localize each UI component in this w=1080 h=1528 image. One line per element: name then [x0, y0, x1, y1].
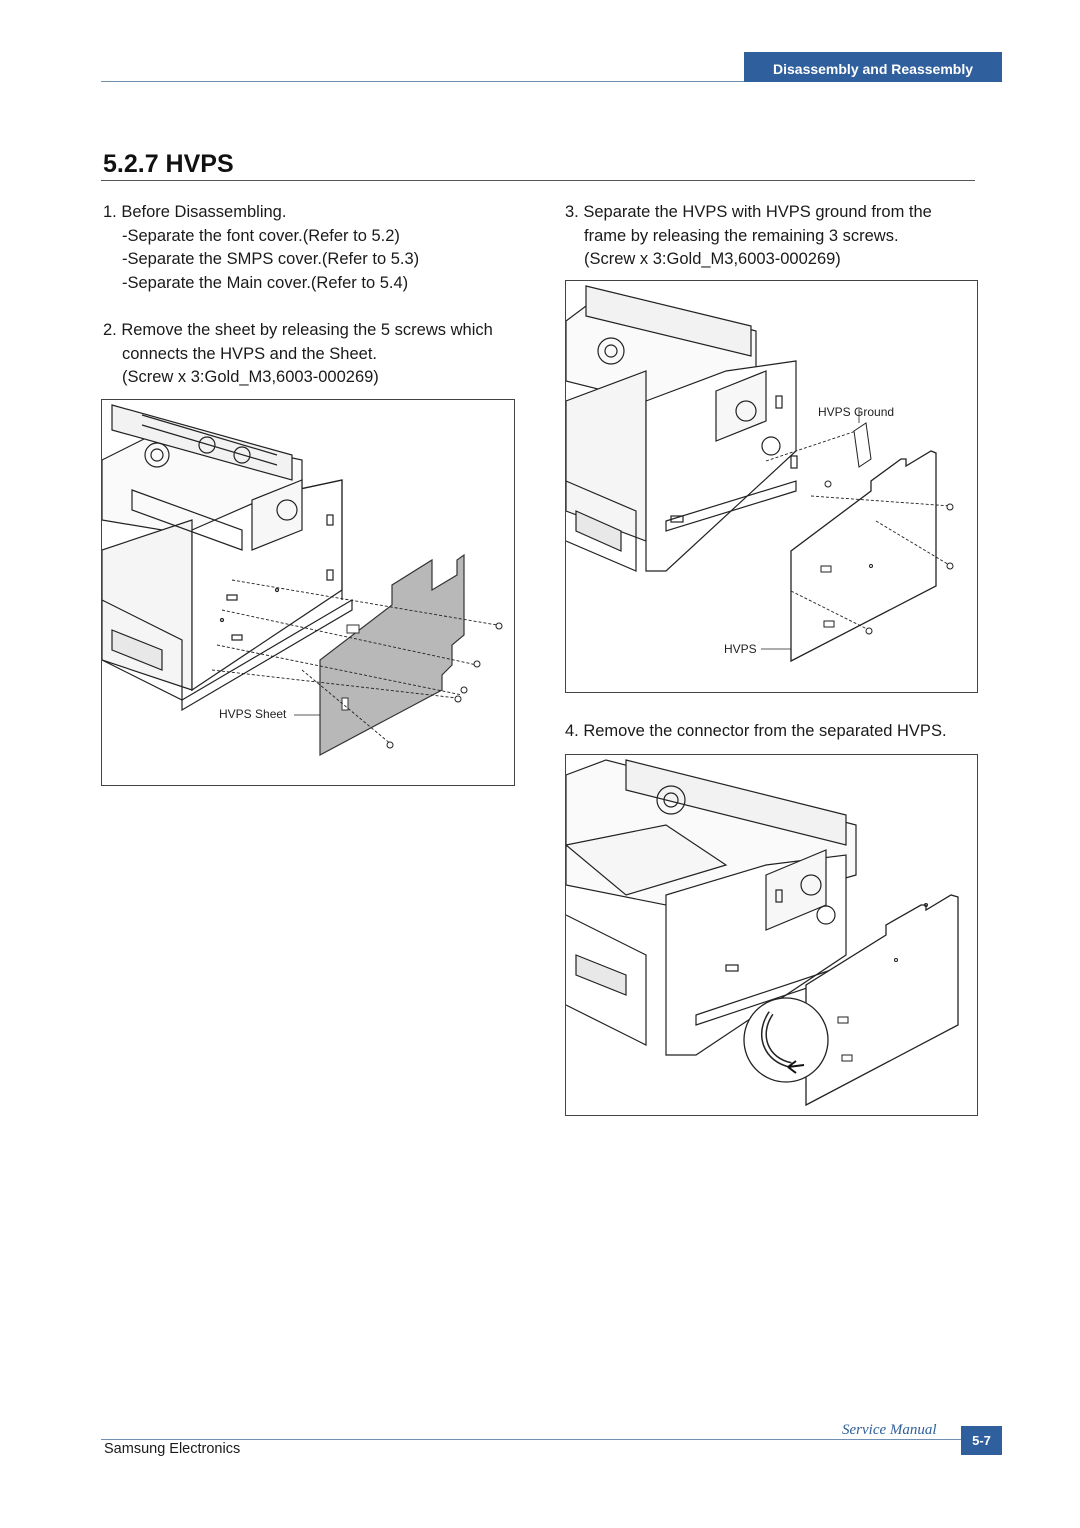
hvps-ground-label: HVPS Ground	[818, 405, 895, 419]
page-number: 5-7	[961, 1426, 1002, 1455]
page-title: 5.2.7 HVPS	[103, 150, 234, 178]
footer-rule	[101, 1439, 961, 1440]
step-4: 4. Remove the connector from the separat…	[565, 720, 947, 744]
figure-hvps-ground: HVPS Ground HVPS	[565, 280, 978, 693]
figure-hvps-connector	[565, 754, 978, 1116]
header-rule	[101, 81, 1002, 82]
printer-frame-illustration	[102, 404, 503, 756]
figure-hvps-sheet: HVPS Sheet	[101, 399, 515, 786]
step-2-heading: 2. Remove the sheet by releasing the 5 s…	[103, 321, 493, 339]
step-2-line: (Screw x 3:Gold_M3,6003-000269)	[122, 368, 379, 386]
step-1-line: -Separate the font cover.(Refer to 5.2)	[122, 226, 400, 245]
printer-frame-illustration	[566, 759, 959, 1107]
step-3: 3. Separate the HVPS with HVPS ground fr…	[565, 201, 932, 272]
company-name: Samsung Electronics	[104, 1441, 241, 1457]
section-tab: Disassembly and Reassembly	[744, 52, 1002, 82]
step-1-line: -Separate the Main cover.(Refer to 5.4)	[122, 273, 409, 292]
step-1-line: -Separate the SMPS cover.(Refer to 5.3)	[122, 250, 420, 268]
step-4-heading: 4. Remove the connector from the separat…	[565, 722, 947, 740]
hvps-label: HVPS	[724, 642, 757, 656]
step-1-heading: 1. Before Disassembling.	[103, 203, 287, 221]
step-2-line: connects the HVPS and the Sheet.	[122, 344, 378, 363]
step-3-heading: 3. Separate the HVPS with HVPS ground fr…	[565, 203, 932, 221]
step-2: 2. Remove the sheet by releasing the 5 s…	[103, 319, 493, 390]
step-3-line: frame by releasing the remaining 3 screw…	[584, 226, 899, 245]
hvps-sheet-label: HVPS Sheet	[219, 707, 287, 721]
printer-frame-illustration	[566, 285, 954, 663]
step-3-line: (Screw x 3:Gold_M3,6003-000269)	[584, 250, 841, 268]
step-1: 1. Before Disassembling. -Separate the f…	[103, 201, 419, 295]
title-rule	[101, 180, 975, 181]
service-manual-label: Service Manual	[842, 1422, 937, 1438]
